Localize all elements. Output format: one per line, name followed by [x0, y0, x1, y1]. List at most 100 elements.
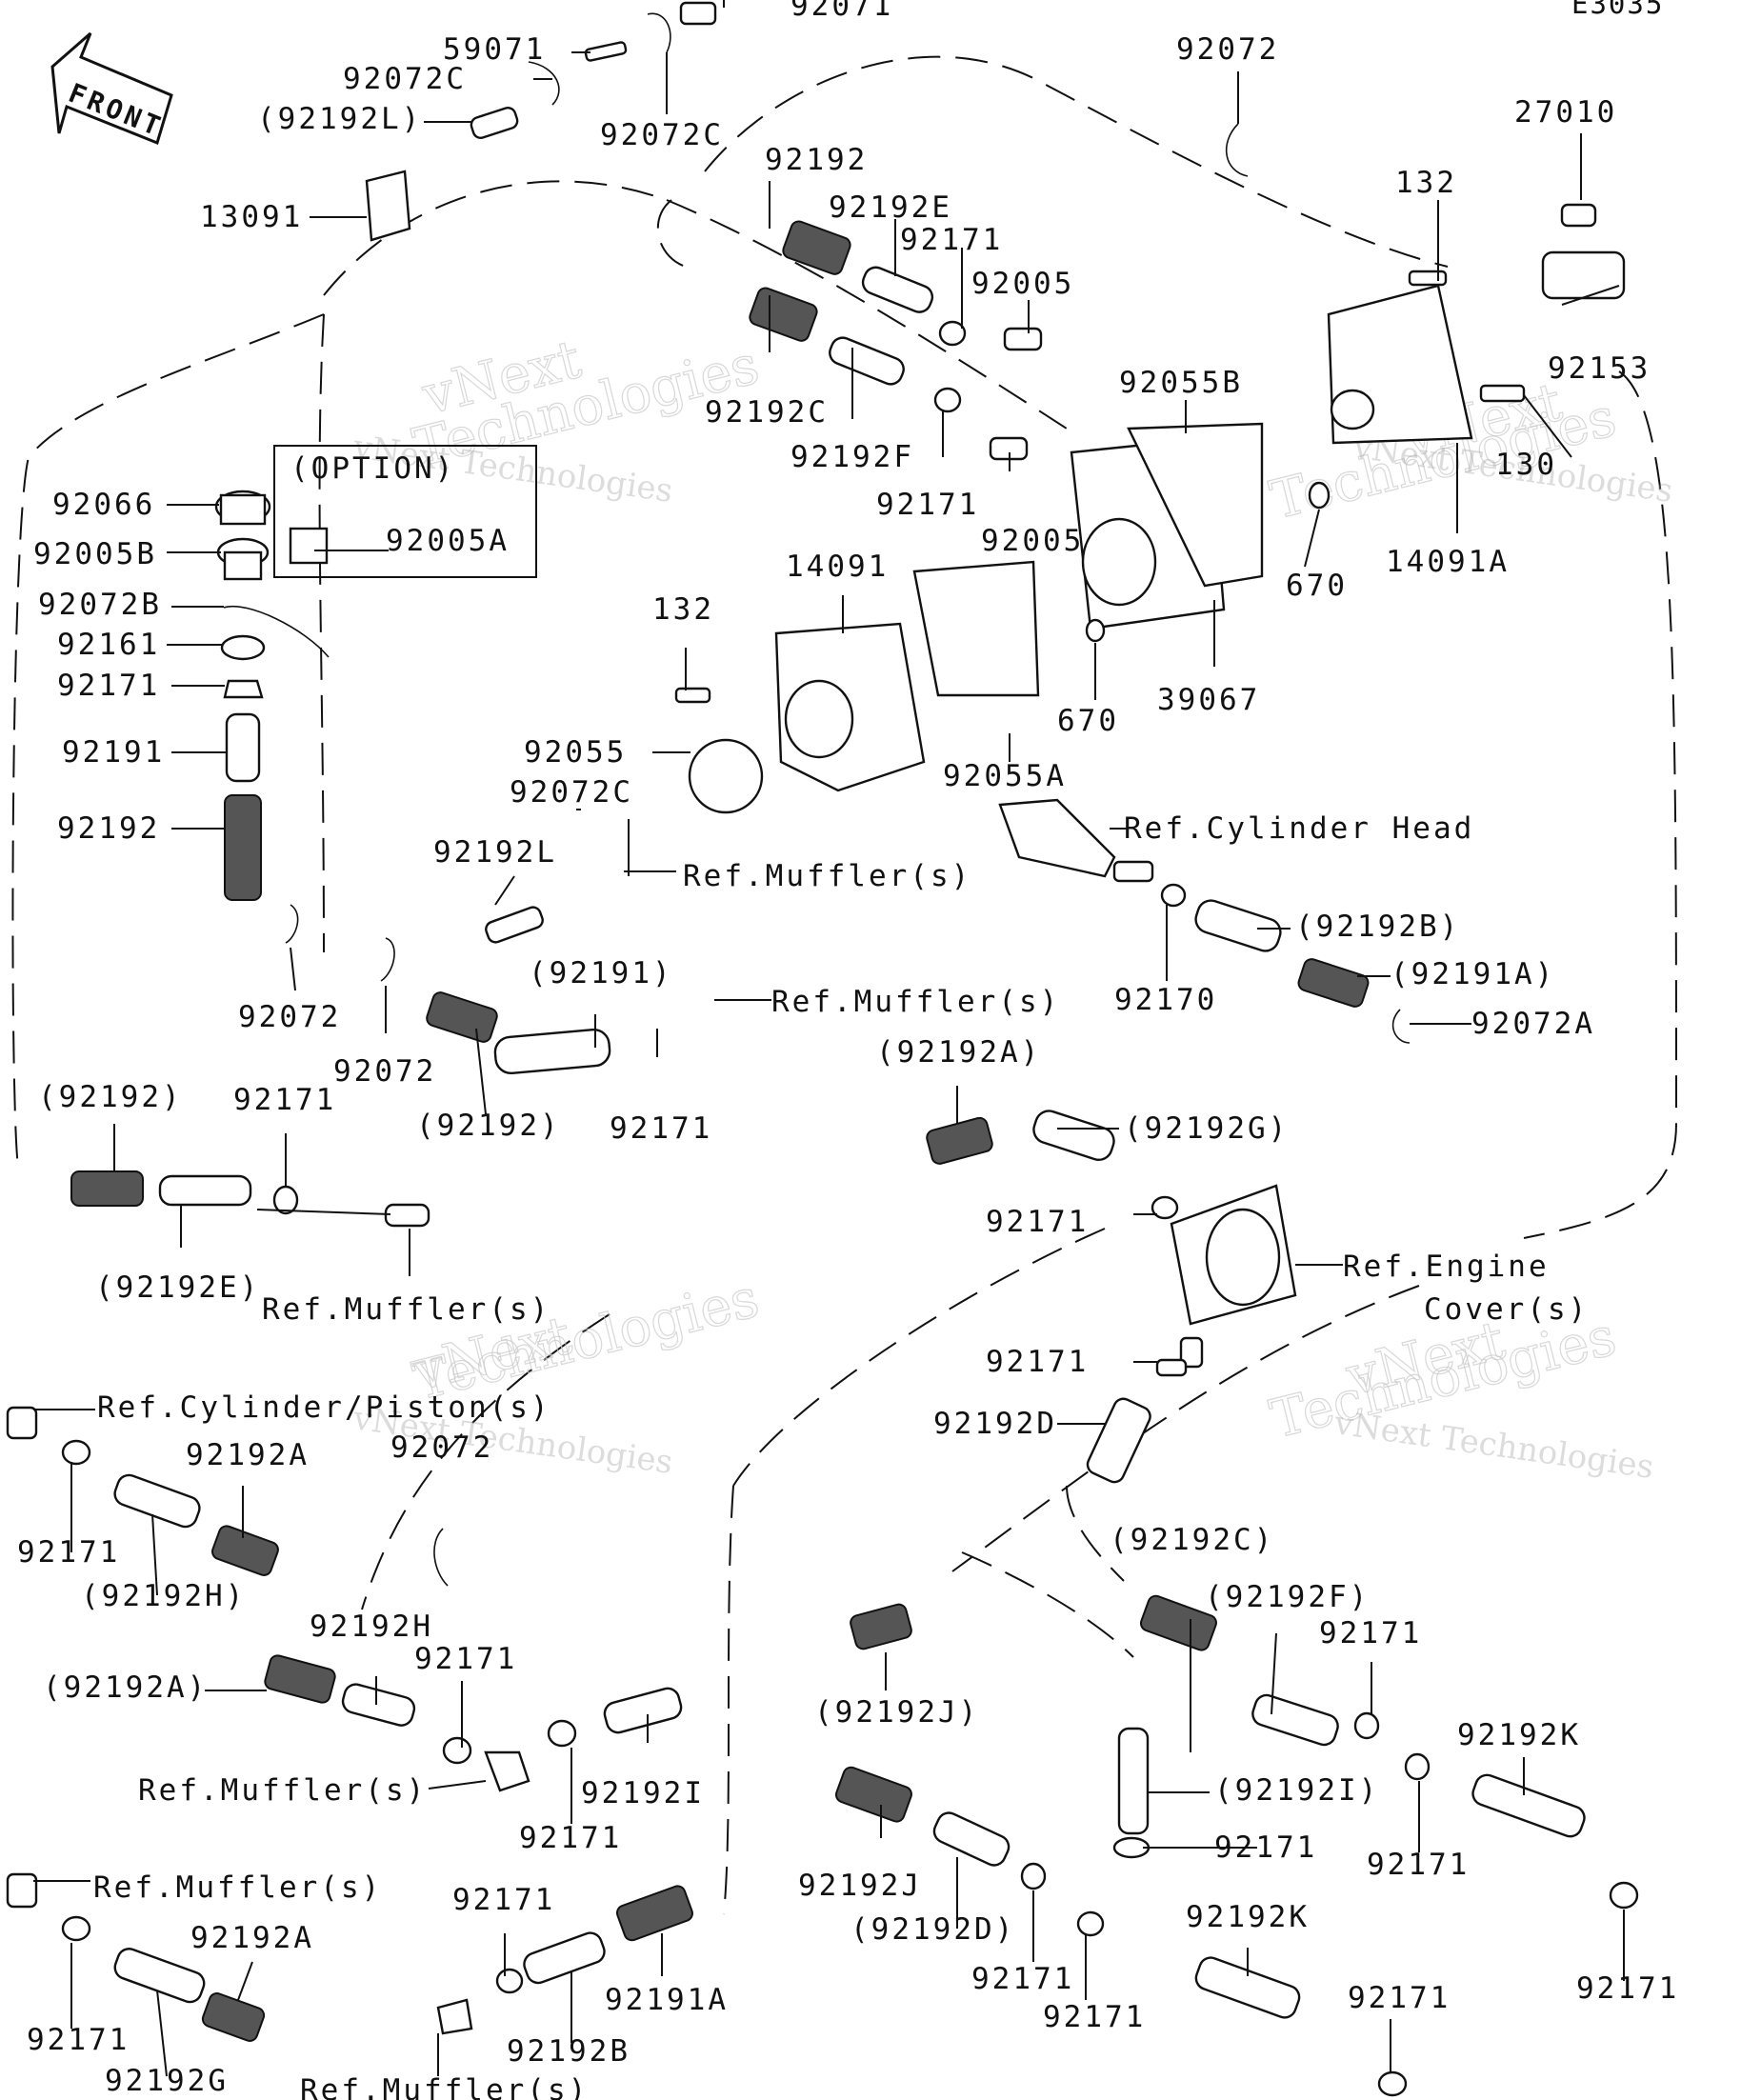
label-92191: 92191: [62, 735, 165, 770]
label-92192-4: (92192): [416, 1109, 561, 1143]
front-arrow-icon: FRONT: [50, 31, 173, 146]
label-92171: 92171: [900, 223, 1003, 257]
label-92192K-2: 92192K: [1186, 1900, 1310, 1934]
label-92192H-2: 92192H: [310, 1610, 433, 1644]
label-92171-10: 92171: [414, 1642, 517, 1676]
label-92072: 92072: [1176, 32, 1279, 67]
label-92072A: 92072A: [1471, 1007, 1595, 1041]
label-92171-17: 92171: [1348, 1981, 1451, 2015]
label-92192A-3: (92192A): [43, 1670, 208, 1705]
label-92005-2: 92005: [981, 524, 1084, 558]
label-92191A: (92191A): [1391, 957, 1555, 991]
label-92005B: 92005B: [33, 537, 157, 571]
label-670: 670: [1286, 569, 1348, 603]
label-92192A-4: 92192A: [190, 1921, 314, 1955]
label-92192G: (92192G): [1124, 1111, 1289, 1146]
label-92055: 92055: [524, 735, 627, 770]
label-92171-11: 92171: [519, 1821, 622, 1855]
label-92161: 92161: [57, 628, 160, 662]
label-92192A: (92192A): [876, 1035, 1041, 1070]
ref-muffler-1: Ref.Muffler(s): [683, 859, 971, 893]
ref-engine-cover-2: Cover(s): [1424, 1292, 1589, 1327]
ref-cylinder-piston: Ref.Cylinder/Piston(s): [97, 1390, 551, 1425]
ref-muffler-5: Ref.Muffler(s): [93, 1870, 382, 1905]
label-92171-5: 92171: [233, 1083, 336, 1117]
label-92192A-2: 92192A: [186, 1438, 310, 1472]
part-labels: 92071 E3035 59071 92072C (92192L) 92072C…: [17, 0, 1679, 2100]
label-92072C: 92072C: [343, 62, 467, 96]
label-92192C: 92192C: [705, 395, 829, 430]
label-14091A: 14091A: [1386, 545, 1510, 579]
label-92192-3: (92192): [38, 1080, 183, 1114]
label-92005: 92005: [971, 267, 1074, 301]
ref-muffler-4: Ref.Muffler(s): [138, 1773, 427, 1808]
label-92171-6: 92171: [986, 1205, 1089, 1239]
label-92192I-2: 92192I: [581, 1776, 705, 1810]
label-92055A: 92055A: [943, 759, 1067, 793]
label-92171-16: 92171: [1043, 2000, 1146, 2034]
label-92192-2: 92192: [57, 811, 160, 846]
label-92055B: 92055B: [1119, 366, 1243, 400]
label-92072-3: 92072: [333, 1054, 436, 1089]
label-92192C-2: (92192C): [1110, 1523, 1274, 1557]
label-13091: 13091: [200, 200, 303, 234]
label-92192D: 92192D: [933, 1407, 1057, 1441]
label-92171-3: 92171: [57, 669, 160, 703]
label-670-2: 670: [1057, 704, 1119, 738]
label-92171-15: 92171: [971, 1962, 1074, 1996]
ref-engine-cover-1: Ref.Engine: [1343, 1250, 1550, 1284]
label-92171-18: 92171: [1576, 1971, 1679, 2006]
label-92192J: (92192J): [814, 1695, 979, 1730]
label-92171-13: 92171: [1367, 1848, 1470, 1882]
label-39067: 39067: [1157, 683, 1260, 717]
option-box: [273, 445, 537, 578]
leader-lines: [33, 0, 1625, 2077]
label-92192L: (92192L): [257, 102, 422, 136]
label-92171-9: 92171: [1319, 1616, 1422, 1650]
label-92171-4: 92171: [610, 1111, 712, 1146]
label-92005A: 92005A: [386, 524, 510, 558]
label-92072C-3: 92072C: [510, 775, 633, 810]
ref-muffler-2: Ref.Muffler(s): [771, 985, 1060, 1019]
label-92171-2: 92171: [876, 488, 979, 522]
label-92192B-2: 92192B: [507, 2034, 630, 2069]
dashed-outlines: [11, 55, 1678, 1915]
label-92192: 92192: [765, 143, 868, 177]
label-92192K: 92192K: [1457, 1718, 1581, 1752]
label-132: 132: [1395, 166, 1457, 200]
diagram-code: E3035: [1571, 0, 1664, 20]
label-59071: 59071: [443, 32, 546, 67]
label-27010: 27010: [1514, 95, 1617, 130]
label-92072-2: 92072: [238, 1000, 341, 1034]
label-92191A-2: 92191A: [605, 1983, 729, 2017]
label-92192I: (92192I): [1214, 1773, 1379, 1808]
label-92171-20: 92171: [27, 2023, 130, 2057]
ref-muffler-3: Ref.Muffler(s): [262, 1292, 550, 1327]
label-92192B: (92192B): [1295, 910, 1460, 944]
label-92066: 92066: [52, 488, 155, 522]
label-92071: 92071: [790, 0, 893, 23]
label-92171-7: 92171: [986, 1345, 1089, 1379]
part-shapes: [6, 1, 1639, 2097]
label-92171-14: 92171: [452, 1883, 555, 1917]
label-92192G-2: 92192G: [105, 2064, 229, 2098]
label-92072B: 92072B: [38, 588, 162, 622]
ref-muffler-6: Ref.Muffler(s): [300, 2073, 589, 2100]
label-92170: 92170: [1114, 983, 1217, 1017]
label-92192E-2: (92192E): [95, 1270, 260, 1305]
label-92192D-2: (92192D): [850, 1912, 1015, 1947]
label-92171-12: 92171: [1214, 1830, 1317, 1865]
label-92192J-2: 92192J: [798, 1869, 922, 1903]
label-92192F-2: (92192F): [1205, 1580, 1370, 1614]
label-92192L-2: 92192L: [433, 835, 557, 870]
label-92192F: 92192F: [790, 440, 914, 474]
label-92072-4: 92072: [390, 1430, 493, 1465]
label-92153: 92153: [1548, 351, 1651, 386]
label-92171-8: 92171: [17, 1535, 120, 1570]
label-14091: 14091: [786, 550, 889, 584]
ref-cylinder-head: Ref.Cylinder Head: [1124, 811, 1474, 846]
label-92192E: 92192E: [829, 190, 952, 225]
label-92192H: (92192H): [81, 1579, 246, 1613]
label-130: 130: [1495, 448, 1557, 482]
